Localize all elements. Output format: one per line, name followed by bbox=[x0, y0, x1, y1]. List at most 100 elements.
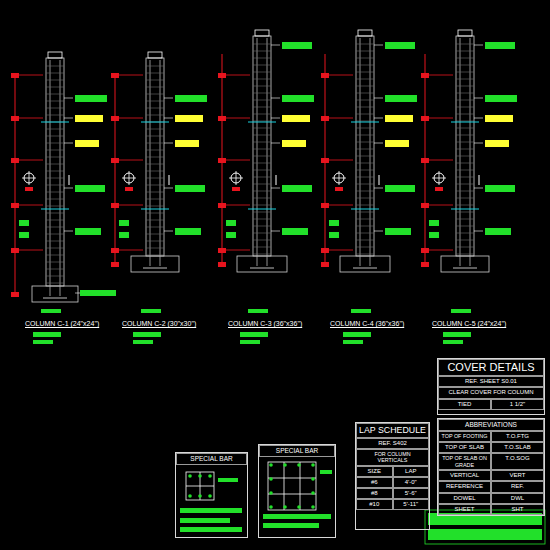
leader-line bbox=[374, 98, 383, 99]
slab-edge bbox=[451, 209, 479, 210]
callout-bar bbox=[175, 185, 205, 192]
table-row: #105'-11" bbox=[356, 499, 429, 510]
tie bbox=[253, 191, 271, 192]
leader-line bbox=[474, 231, 483, 232]
tie bbox=[46, 192, 64, 193]
tie bbox=[268, 478, 316, 479]
slab-line bbox=[115, 250, 143, 251]
tie bbox=[356, 177, 374, 178]
tie bbox=[356, 128, 374, 129]
tie bbox=[46, 108, 64, 109]
table-row: REF. SHEET S0.01 bbox=[438, 376, 544, 387]
table-row: CLEAR COVER FOR COLUMN bbox=[438, 387, 544, 398]
slab-line bbox=[325, 160, 353, 161]
table-cell: SHEET bbox=[438, 504, 491, 515]
leader-line bbox=[474, 98, 483, 99]
tie bbox=[356, 72, 374, 73]
tie bbox=[46, 164, 64, 165]
callout-bar bbox=[429, 220, 439, 226]
callout-bar bbox=[19, 232, 29, 238]
tie bbox=[253, 149, 271, 150]
tie bbox=[46, 206, 64, 207]
table-cell: #8 bbox=[356, 488, 393, 499]
tie bbox=[356, 93, 374, 94]
rebar-dot bbox=[269, 477, 273, 481]
column-shaft bbox=[456, 36, 474, 256]
tick bbox=[169, 175, 170, 185]
callout-bar bbox=[282, 95, 314, 102]
column-shaft bbox=[253, 36, 271, 256]
tie bbox=[356, 254, 374, 255]
tie bbox=[146, 108, 164, 109]
tie bbox=[356, 149, 374, 150]
note-bar bbox=[180, 508, 242, 513]
table-row: ABBREVIATIONS bbox=[438, 419, 544, 431]
dimension-tick bbox=[218, 73, 226, 78]
tie bbox=[253, 156, 271, 157]
tie bbox=[456, 219, 474, 220]
slab-edge bbox=[248, 122, 276, 123]
dimension-tick bbox=[11, 158, 19, 163]
tie bbox=[253, 121, 271, 122]
tie bbox=[46, 87, 64, 88]
dimension-tick bbox=[321, 203, 329, 208]
tie bbox=[456, 51, 474, 52]
slab-line bbox=[425, 160, 453, 161]
callout-bar bbox=[485, 140, 509, 147]
callout-bar bbox=[385, 95, 417, 102]
tie bbox=[253, 128, 271, 129]
tie bbox=[146, 255, 164, 256]
special-bar-box: SPECIAL BAR bbox=[258, 444, 336, 538]
table-row: REF. S402 bbox=[356, 438, 429, 449]
dimension-tick bbox=[321, 262, 329, 267]
dowel bbox=[250, 268, 274, 269]
note-bar bbox=[240, 340, 260, 344]
tie bbox=[356, 65, 374, 66]
tie bbox=[46, 248, 64, 249]
slab-line bbox=[115, 160, 143, 161]
slab-line bbox=[222, 118, 250, 119]
tie bbox=[253, 163, 271, 164]
tie bbox=[253, 86, 271, 87]
tie bbox=[253, 254, 271, 255]
special-bar-sketch bbox=[180, 462, 332, 532]
rebar-dot bbox=[188, 474, 192, 478]
tie bbox=[456, 149, 474, 150]
note-bar bbox=[351, 309, 371, 313]
tie bbox=[300, 462, 301, 510]
table-cell: DOWEL bbox=[438, 493, 491, 504]
dowel bbox=[143, 268, 167, 269]
leader-line bbox=[271, 45, 280, 46]
tie bbox=[46, 171, 64, 172]
tie bbox=[253, 79, 271, 80]
tie bbox=[456, 233, 474, 234]
rebar-dot bbox=[198, 474, 202, 478]
callout-bar bbox=[282, 140, 306, 147]
table-row: SHEETSHT bbox=[438, 504, 544, 515]
dowel bbox=[43, 298, 67, 299]
tie bbox=[146, 241, 164, 242]
tie bbox=[456, 177, 474, 178]
tie bbox=[253, 142, 271, 143]
column-elevation bbox=[11, 52, 107, 344]
leader-line bbox=[271, 188, 280, 189]
tie bbox=[146, 234, 164, 235]
level-symbol bbox=[339, 171, 340, 185]
tie bbox=[46, 255, 64, 256]
tie bbox=[253, 135, 271, 136]
table-cell: REF. bbox=[491, 481, 544, 492]
tie bbox=[356, 58, 374, 59]
note-bar bbox=[133, 332, 161, 337]
leader-line bbox=[164, 188, 173, 189]
callout-bar bbox=[175, 95, 207, 102]
tie bbox=[456, 65, 474, 66]
tie bbox=[456, 254, 474, 255]
tie bbox=[253, 240, 271, 241]
dimension-tick bbox=[111, 116, 119, 121]
note-bar bbox=[320, 470, 332, 474]
callout-bar bbox=[226, 232, 236, 238]
tie bbox=[253, 114, 271, 115]
tie bbox=[46, 199, 64, 200]
callout-bar bbox=[429, 232, 439, 238]
